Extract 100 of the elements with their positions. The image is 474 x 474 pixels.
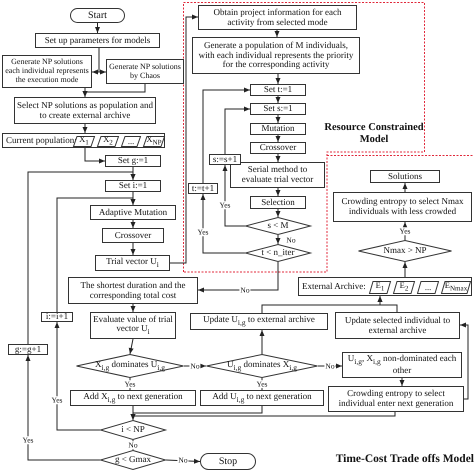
process-box <box>250 196 306 209</box>
node-text: Set t:=1 <box>264 85 292 95</box>
process-box <box>192 37 360 74</box>
arrow <box>260 330 264 354</box>
node-text: s < M <box>267 221 289 231</box>
node-text: U$_{i,g}$ dominates X$_{i,g}$ <box>227 360 297 372</box>
arrow <box>54 322 100 430</box>
arrow <box>128 338 134 354</box>
node-text: Crowding entropy to select Nmax individuals with less crowded <box>340 197 464 217</box>
node-text: Update U$_{i,g}$ to external archive <box>203 315 315 328</box>
decision-diamond <box>245 244 311 262</box>
node-text: i:=i+1 <box>46 312 68 322</box>
arrow <box>170 14 198 264</box>
node-text: E$_{1}$ <box>376 281 384 294</box>
process-box <box>8 344 48 355</box>
node-text: ... <box>128 136 134 146</box>
node-text: Mutation <box>262 124 294 134</box>
array-box <box>298 277 472 296</box>
array-label: External Archive: <box>302 282 366 292</box>
arrow <box>28 172 136 344</box>
region-title: Resource Constrained Model <box>324 122 424 146</box>
arrow <box>276 188 280 196</box>
region-title: Time-Cost Trade offs Model <box>336 453 474 466</box>
arrow <box>276 114 280 124</box>
node-text: Obtain project information for each activity from selected mode <box>212 8 342 28</box>
arrow <box>84 148 106 164</box>
process-box <box>41 312 73 322</box>
node-text: Set s:=1 <box>263 104 293 114</box>
node-text: g < Gmax <box>114 455 152 465</box>
node-text: Update selected individual to external archive <box>344 316 452 336</box>
process-box <box>333 192 472 222</box>
node-text: X$_{2}$ <box>103 135 113 148</box>
node-text: Adaptive Mutation <box>98 208 168 218</box>
arrow <box>200 194 246 254</box>
node-text: ... <box>424 282 432 292</box>
terminal-box <box>70 8 125 23</box>
node-text: Serial method to evaluate trial vector <box>240 165 314 185</box>
arrow <box>130 412 396 420</box>
process-box <box>250 84 306 96</box>
node-text: t:=t+1 <box>192 184 214 194</box>
node-text: U$_{i,g}$, X$_{i,g}$ non-dominated each other <box>346 354 458 376</box>
arrow <box>274 30 280 38</box>
process-box <box>209 154 241 165</box>
arrow <box>130 440 136 450</box>
process-box <box>102 228 164 243</box>
process-box <box>370 170 440 183</box>
process-box <box>90 205 176 220</box>
arrow <box>402 262 408 278</box>
node-text: Generate NP solutions by Chaos <box>109 62 181 80</box>
node-text: Generate a population of M individuals, with each individual represents the priority for the corresponding activity <box>198 40 354 70</box>
arrow <box>98 48 106 74</box>
node-text: Crowding entropy to select individual enter next generation <box>338 389 454 409</box>
decision-diamond <box>100 450 166 470</box>
process-box <box>230 162 325 188</box>
arrow <box>198 262 278 292</box>
array-label: Current population: <box>6 136 77 146</box>
arrow <box>130 220 136 228</box>
arrow <box>82 84 146 98</box>
node-text: Nmax > NP <box>383 246 427 256</box>
process-box <box>95 255 170 271</box>
node-text: g:=g+1 <box>14 344 42 354</box>
arrow <box>82 124 88 134</box>
arrow <box>276 154 280 162</box>
node-text: Select NP solutions as population and to create external archive <box>17 100 153 120</box>
arrow <box>56 198 136 312</box>
node-text: Set up parameters for models <box>44 36 150 46</box>
process-box <box>70 390 196 406</box>
decision-diamond <box>76 354 184 378</box>
arrow <box>378 296 398 312</box>
arrow <box>402 182 408 192</box>
arrow <box>400 378 404 386</box>
node-text: s:=s+1 <box>212 154 238 164</box>
node-text: Crossover <box>260 143 296 153</box>
node-text: Set g:=1 <box>118 156 148 166</box>
arrow <box>95 22 100 34</box>
node-text: E$_{Nmax}$ <box>444 281 468 294</box>
node-text: Trial vector U$_{i}$ <box>106 256 159 270</box>
process-box <box>342 352 462 378</box>
array-cell <box>143 136 165 147</box>
array-cell <box>441 281 471 294</box>
arrow <box>26 354 100 460</box>
node-text: Evaluate value of trial vector U$_{i}$ <box>93 314 173 336</box>
decision-diamond <box>100 420 166 440</box>
arrow <box>276 208 280 218</box>
arrow <box>130 304 136 312</box>
node-text: E$_{2}$ <box>400 281 408 294</box>
arrow <box>460 322 468 400</box>
decision-diamond <box>245 217 311 235</box>
process-box <box>35 33 160 48</box>
arrow <box>222 164 246 226</box>
node-text: X$_{1}$ <box>79 135 89 148</box>
process-box <box>250 123 306 135</box>
process-box <box>250 103 306 115</box>
arrow <box>130 242 136 256</box>
terminal-box <box>200 453 256 470</box>
arrow <box>276 134 280 142</box>
node-text: Selection <box>261 198 295 208</box>
array-cell <box>97 136 119 147</box>
node-text: Add U$_{i,g}$ to next generation <box>212 392 312 404</box>
node-text: X$_{i,g}$ dominates U$_{i,g}$ <box>95 360 165 372</box>
